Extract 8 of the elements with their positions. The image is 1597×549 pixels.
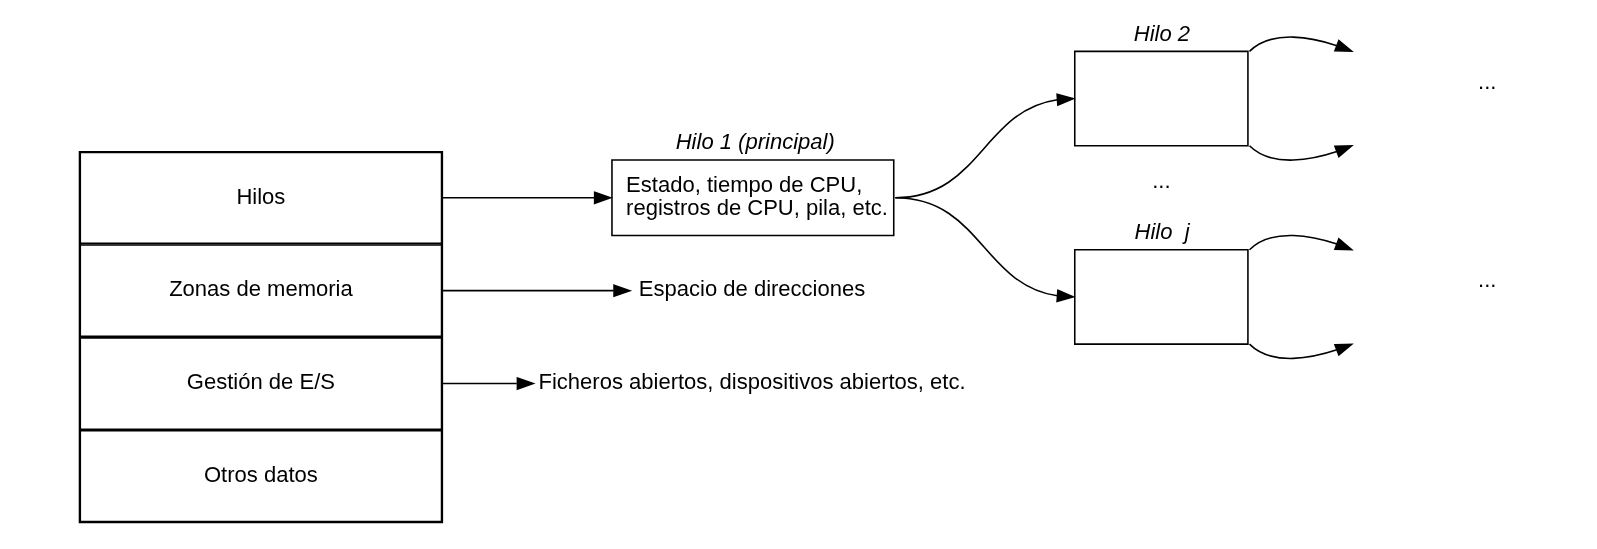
node-text: Ficheros abiertos, dispositivos abiertos, etc. bbox=[538, 369, 966, 395]
node-label: Hilo 2 bbox=[1133, 20, 1191, 46]
node-text: Espacio de direcciones bbox=[638, 276, 866, 302]
node-label: Hilo 1 (principal) bbox=[675, 129, 835, 155]
label: ... bbox=[1152, 167, 1171, 193]
node-label: Hilo j bbox=[1134, 219, 1190, 244]
label: ... bbox=[1478, 68, 1497, 94]
label: ... bbox=[1478, 267, 1497, 293]
